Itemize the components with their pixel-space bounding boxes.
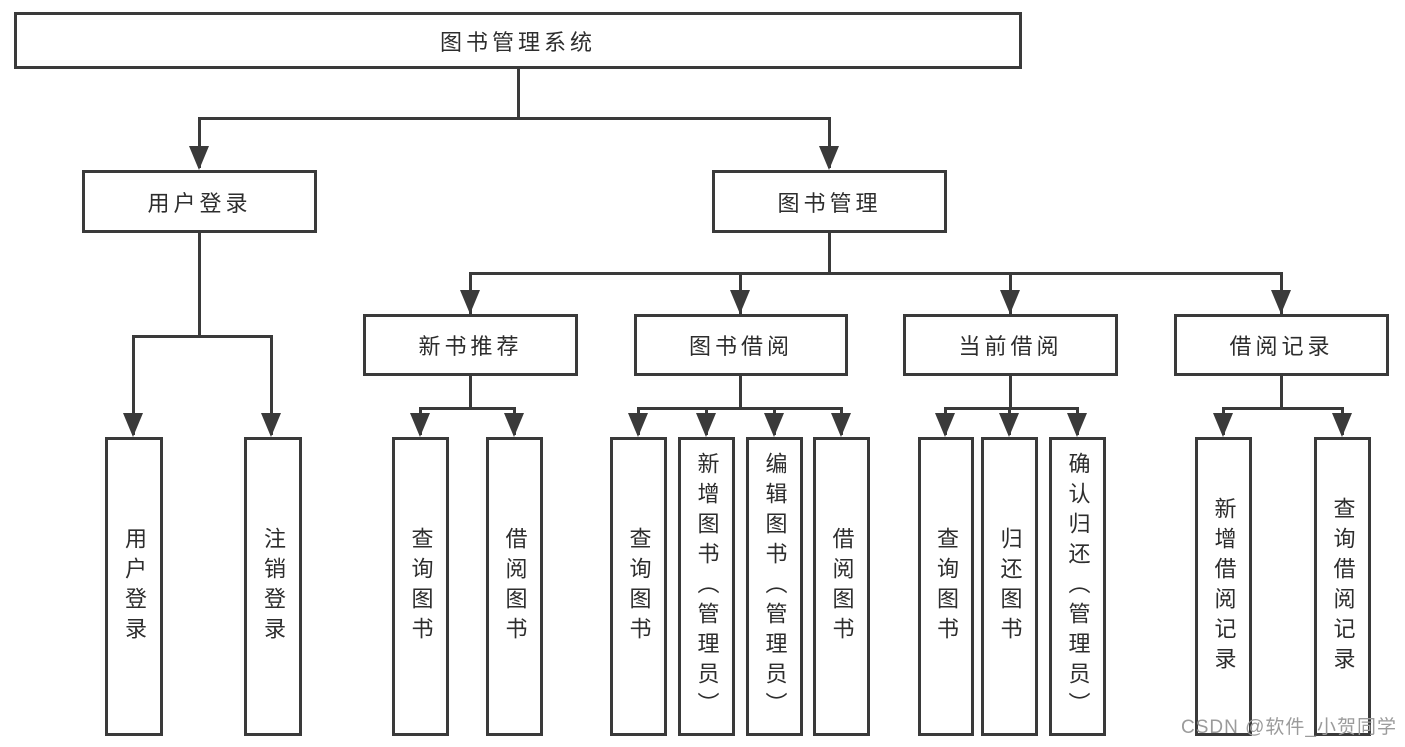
connector-bookborrow-stub [739, 376, 742, 407]
node-library-management-system: 图书管理系统 [14, 12, 1022, 69]
arrow-down-icon [628, 413, 648, 437]
arrow-down-icon [1332, 413, 1352, 437]
connector-newbook-arm [419, 407, 516, 410]
leaf-return-books: 归还图书 [981, 437, 1038, 736]
arrow-down-icon [410, 413, 430, 437]
leaf-borrow-books-borrowing: 借阅图书 [813, 437, 870, 736]
node-book-borrowing: 图书借阅 [634, 314, 848, 376]
connector-newbook-stub [469, 376, 472, 407]
node-borrowing-records: 借阅记录 [1174, 314, 1389, 376]
leaf-query-books-borrowing: 查询图书 [610, 437, 667, 736]
connector-drop-book-management [828, 117, 831, 168]
node-current-borrowing: 当前借阅 [903, 314, 1118, 376]
leaf-query-books-recommend: 查询图书 [392, 437, 449, 736]
arrow-down-icon [460, 290, 480, 314]
arrow-down-icon [123, 413, 143, 437]
leaf-borrow-books-recommend: 借阅图书 [486, 437, 543, 736]
arrow-down-icon [999, 413, 1019, 437]
watermark-credit: CSDN @软件_小贺同学 [1181, 717, 1397, 738]
arrow-down-icon [1000, 290, 1020, 314]
connector-currentborrow-arm [944, 407, 1079, 410]
connector-drop-user-login [198, 117, 201, 168]
connector-level2-arm [198, 117, 831, 120]
arrow-down-icon [189, 146, 209, 170]
leaf-query-books-current: 查询图书 [918, 437, 974, 736]
connector-drop-leaf-user-login [132, 335, 135, 435]
arrow-down-icon [1271, 290, 1291, 314]
leaf-edit-books-admin: 编辑图书（管理员） [746, 437, 803, 736]
node-new-book-recommendation: 新书推荐 [363, 314, 578, 376]
connector-book-management-stub [828, 233, 831, 272]
arrow-down-icon [730, 290, 750, 314]
arrow-down-icon [819, 146, 839, 170]
arrow-down-icon [935, 413, 955, 437]
connector-currentborrow-stub [1009, 376, 1012, 407]
leaf-query-borrow-record: 查询借阅记录 [1314, 437, 1371, 736]
connector-user-login-arm [132, 335, 273, 338]
arrow-down-icon [696, 413, 716, 437]
connector-level3-arm [469, 272, 1283, 275]
leaf-add-borrow-record: 新增借阅记录 [1195, 437, 1252, 736]
connector-bookborrow-arm [637, 407, 843, 410]
arrow-down-icon [261, 413, 281, 437]
arrow-down-icon [831, 413, 851, 437]
arrow-down-icon [504, 413, 524, 437]
leaf-add-books-admin: 新增图书（管理员） [678, 437, 735, 736]
arrow-down-icon [1213, 413, 1233, 437]
leaf-logout-login: 注销登录 [244, 437, 302, 736]
connector-records-arm [1222, 407, 1343, 410]
node-user-login: 用户登录 [82, 170, 317, 233]
connector-user-login-stub [198, 233, 201, 335]
leaf-user-login: 用户登录 [105, 437, 163, 736]
arrow-down-icon [764, 413, 784, 437]
connector-records-stub [1280, 376, 1283, 407]
arrow-down-icon [1067, 413, 1087, 437]
leaf-confirm-return-admin: 确认归还（管理员） [1049, 437, 1106, 736]
node-book-management: 图书管理 [712, 170, 947, 233]
connector-root-stub [517, 69, 520, 120]
connector-drop-leaf-logout [270, 335, 273, 435]
